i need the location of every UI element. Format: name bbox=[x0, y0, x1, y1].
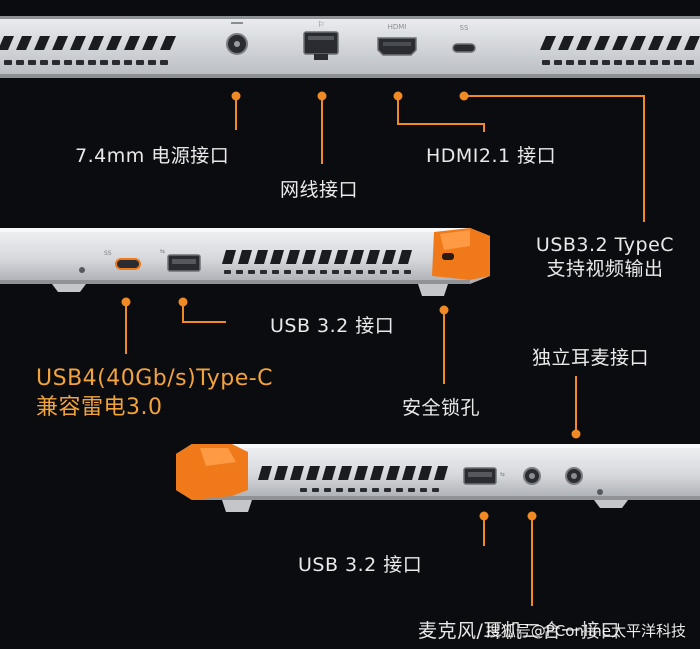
hdmi-port: HDMI bbox=[377, 23, 417, 56]
usb-a-right-port: ⇆ bbox=[463, 467, 505, 485]
label-usb32-right: USB 3.2 接口 bbox=[298, 554, 423, 576]
rear-left-vent bbox=[0, 36, 176, 50]
label-security-lock: 安全锁孔 bbox=[402, 397, 481, 419]
rear-view-chassis: ⚐ HDMI SS bbox=[0, 16, 700, 78]
label-usb32-left: USB 3.2 接口 bbox=[270, 315, 395, 337]
label-dc-power: 7.4mm 电源接口 bbox=[75, 145, 230, 167]
label-usb4-line2: 兼容雷电3.0 bbox=[36, 395, 163, 420]
mic-headphone-combo-jack bbox=[523, 467, 541, 485]
label-usb-typec-line1: USB3.2 TypeC bbox=[535, 234, 675, 256]
svg-text:⇆: ⇆ bbox=[500, 471, 505, 478]
leader-lines bbox=[125, 95, 645, 606]
usbc-mark: SS bbox=[460, 24, 469, 32]
dc-power-port bbox=[226, 22, 248, 55]
label-hdmi: HDMI2.1 接口 bbox=[426, 145, 557, 167]
security-lock-slot bbox=[442, 253, 454, 260]
svg-text:⇆: ⇆ bbox=[160, 248, 165, 255]
label-mic-combo: 麦克风/耳机二合一接口 bbox=[418, 620, 620, 642]
watermark: 搜狐号@PConline太平洋科技 bbox=[485, 622, 686, 640]
right-side-vent bbox=[258, 466, 448, 480]
svg-text:SS: SS bbox=[104, 250, 112, 257]
rear-right-vent bbox=[540, 36, 700, 50]
headset-jack bbox=[565, 467, 583, 485]
leader-dots bbox=[121, 91, 581, 521]
label-usb4: USB4(40Gb/s)Type-C 兼容雷电3.0 bbox=[36, 364, 273, 422]
left-side-vent bbox=[222, 250, 412, 264]
right-side-chassis: ⇆ bbox=[176, 444, 700, 512]
label-ethernet: 网线接口 bbox=[280, 179, 359, 201]
label-audio-jack: 独立耳麦接口 bbox=[532, 347, 650, 369]
svg-text:⚐: ⚐ bbox=[317, 20, 324, 29]
label-usb4-line1: USB4(40Gb/s)Type-C bbox=[36, 366, 274, 391]
ethernet-port: ⚐ bbox=[303, 20, 339, 60]
usb-typec-rear-port: SS bbox=[452, 24, 476, 53]
usb4-typec-port: SS bbox=[104, 250, 141, 270]
left-side-chassis: SS ⇆ bbox=[0, 228, 490, 296]
label-usb-typec-rear: USB3.2 TypeC 支持视频输出 bbox=[530, 233, 680, 281]
hdmi-mark: HDMI bbox=[388, 23, 407, 31]
label-usb-typec-line2: 支持视频输出 bbox=[546, 258, 664, 280]
usb-a-left-port: ⇆ bbox=[160, 248, 201, 272]
